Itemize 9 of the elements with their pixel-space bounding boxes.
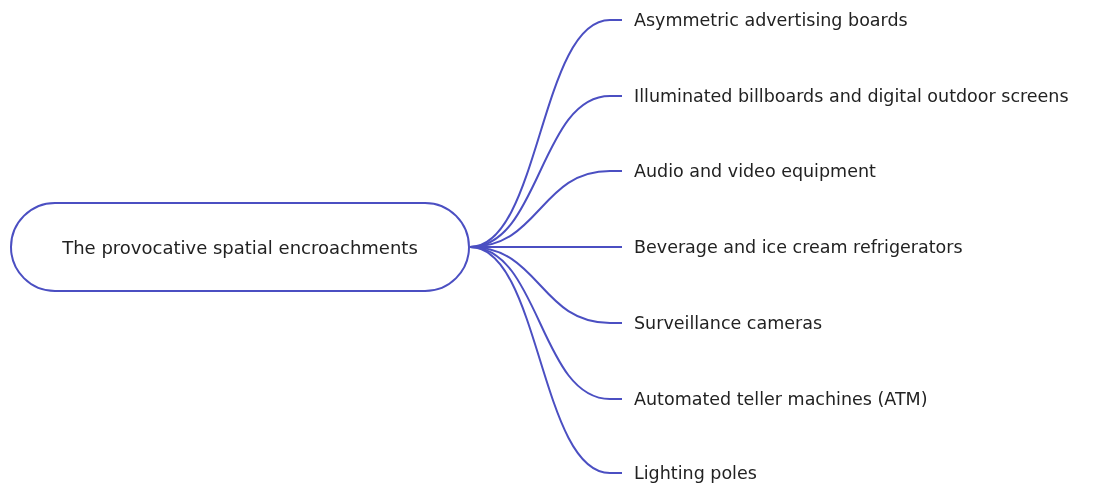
branch-label: Asymmetric advertising boards [634,10,908,30]
branch-label: Automated teller machines (ATM) [634,389,928,409]
branch-label: Illuminated billboards and digital outdoor screens [634,86,1069,106]
branch-label: Beverage and ice cream refrigerators [634,237,963,257]
branch-label: Audio and video equipment [634,161,876,181]
branch-label: Lighting poles [634,463,757,483]
topic-label: The provocative spatial encroachments [62,236,418,258]
connector-line [469,246,623,474]
branch-label: Surveillance cameras [634,313,823,333]
